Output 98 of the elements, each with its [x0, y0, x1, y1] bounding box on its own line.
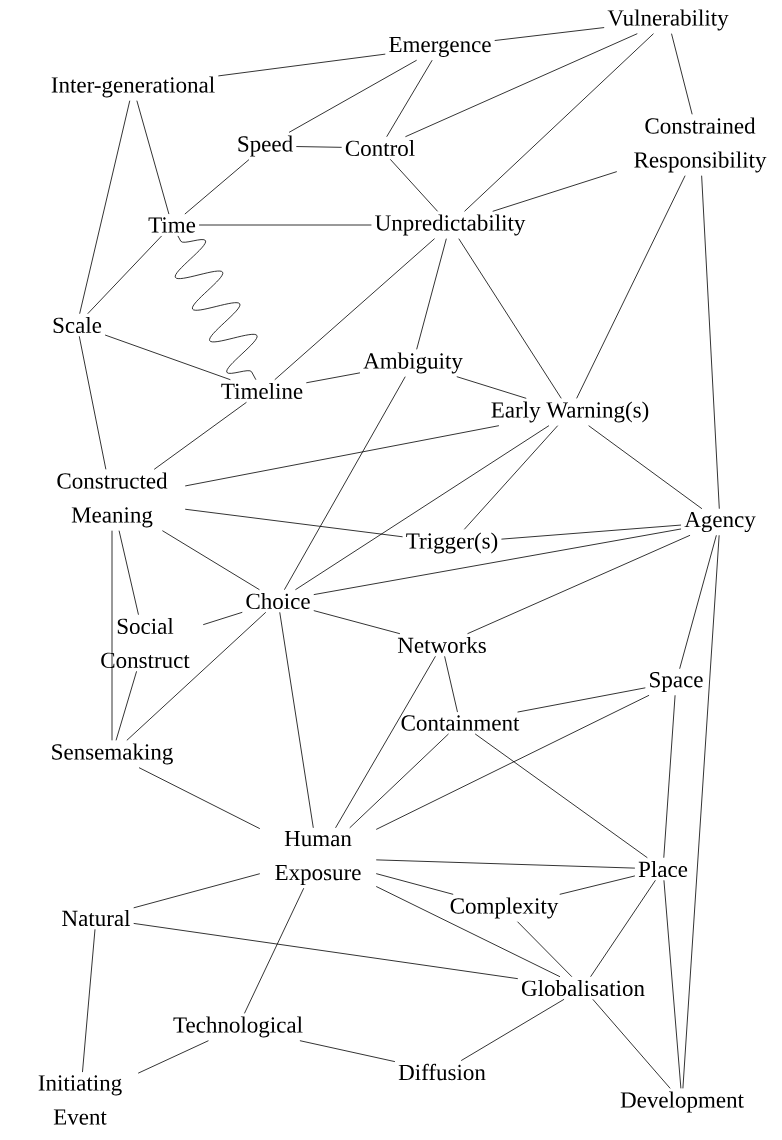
concept-label: Human Exposure: [275, 831, 361, 885]
connector-line: [138, 767, 261, 830]
connector-line: [244, 887, 305, 1014]
concept-label: Choice: [246, 592, 310, 610]
concept-label: Development: [620, 1091, 744, 1113]
concept-label: Vulnerability: [607, 9, 729, 31]
connector-line: [389, 158, 438, 212]
concept-label: Time: [148, 217, 196, 233]
concept-label: Emergence: [389, 37, 491, 57]
connector-line: [576, 175, 686, 399]
connector-line: [115, 670, 137, 741]
connector-line: [136, 100, 170, 215]
connector-line: [463, 425, 559, 530]
connector-line: [458, 238, 562, 399]
connector-line: [82, 928, 96, 1073]
connector-line: [682, 534, 720, 1089]
connector-line: [184, 508, 403, 538]
connector-line: [501, 524, 682, 540]
connector-line: [126, 611, 267, 741]
concept-label: Ambiguity: [363, 352, 463, 374]
connector-line: [118, 530, 139, 616]
connector-line: [375, 694, 650, 830]
connector-line: [313, 610, 401, 635]
connector-line: [284, 376, 406, 591]
connector-line: [663, 694, 676, 859]
connector-line: [701, 175, 720, 510]
connector-line: [87, 235, 163, 315]
connector-line: [137, 1040, 209, 1074]
connector-line: [202, 611, 243, 626]
concept-label: Unpredictability: [375, 214, 526, 236]
connector-line: [517, 687, 646, 713]
connector-line: [198, 224, 372, 226]
connector-line: [295, 146, 343, 148]
connector-line: [456, 376, 527, 399]
connector-line: [184, 159, 250, 215]
connector-line: [679, 534, 717, 670]
connector-line: [217, 53, 386, 77]
concept-label: Space: [650, 671, 703, 693]
connector-line: [494, 27, 605, 41]
connector-line: [184, 425, 500, 487]
connector-line: [386, 59, 433, 138]
connector-line: [111, 530, 113, 741]
connector-line: [274, 238, 435, 381]
connector-line: [444, 655, 458, 713]
connector-line: [79, 100, 131, 315]
connector-line: [299, 1040, 396, 1063]
connector-line: [559, 875, 636, 895]
connector-line: [416, 238, 447, 350]
connector-line: [305, 372, 361, 384]
connector-line: [375, 886, 561, 978]
connector-line: [133, 923, 519, 980]
concept-label: Constructed Meaning: [57, 472, 168, 528]
connector-line: [663, 879, 682, 1089]
connector-line: [279, 611, 314, 829]
connector-line: [335, 655, 436, 829]
connector-line: [588, 425, 703, 510]
connector-line: [295, 425, 550, 591]
connector-line: [460, 998, 565, 1061]
concept-label: Constrained Responsibility: [634, 117, 767, 173]
connector-line: [288, 59, 418, 133]
connector-line: [349, 733, 449, 829]
concept-label: Sensemaking: [52, 743, 173, 765]
connector-line: [375, 859, 636, 869]
concept-label: Containment: [401, 715, 520, 731]
concept-label: Natural: [62, 909, 131, 927]
connector-line: [78, 335, 107, 470]
concept-label: Networks: [397, 636, 486, 654]
concept-label: Technological: [173, 1016, 303, 1038]
concept-label: Social Construct: [101, 617, 190, 669]
connector-line: [592, 998, 671, 1089]
connector-line: [517, 921, 573, 978]
concept-label: Scale: [53, 316, 102, 334]
connector-line: [671, 33, 693, 115]
connector-line: [492, 171, 618, 212]
connector-line: [467, 534, 691, 635]
connector-line: [104, 334, 231, 381]
connector-line: [405, 33, 638, 138]
connector-line: [153, 401, 247, 470]
concept-label: Trigger(s): [406, 532, 498, 554]
concept-label: Globalisation: [522, 979, 645, 997]
concept-label: Inter-generational: [51, 76, 215, 98]
concept-label: Early Warning(s): [491, 401, 649, 423]
concept-label: Agency: [684, 511, 756, 533]
concept-label: Initiating Event: [38, 1075, 122, 1125]
connector-line: [464, 33, 654, 212]
connector-line: [590, 879, 656, 978]
concept-label: Speed: [238, 135, 293, 157]
concept-label: Diffusion: [398, 1063, 486, 1081]
concept-label: Complexity: [450, 897, 559, 919]
concept-label: Control: [345, 139, 415, 157]
connector-line: [133, 873, 261, 909]
concept-label: Timeline: [221, 382, 303, 400]
connector-line: [375, 873, 454, 895]
connector-line: [161, 530, 260, 591]
connector-line: [174, 235, 258, 381]
concept-label: Place: [638, 860, 688, 878]
connector-line: [313, 528, 682, 595]
connector-line: [474, 733, 648, 859]
